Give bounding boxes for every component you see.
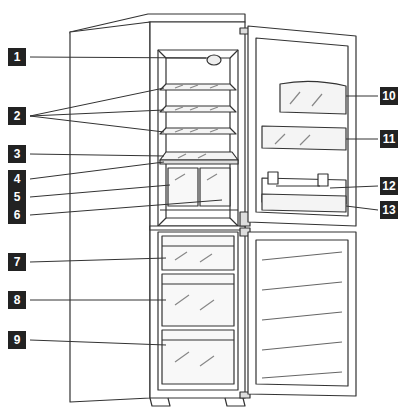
callout-number: 10 <box>380 87 398 105</box>
callout-number: 1 <box>8 48 26 66</box>
callout-number: 11 <box>380 130 398 148</box>
callout-number: 9 <box>8 331 26 349</box>
callout-number: 12 <box>380 177 398 195</box>
callout-number: 4 <box>8 170 26 188</box>
callout-number: 6 <box>8 206 26 224</box>
callout-number: 8 <box>8 291 26 309</box>
callout-number: 7 <box>8 253 26 271</box>
callout-number: 13 <box>380 201 398 219</box>
callout-number: 5 <box>8 188 26 206</box>
callout-number: 2 <box>8 107 26 125</box>
callout-number: 3 <box>8 145 26 163</box>
